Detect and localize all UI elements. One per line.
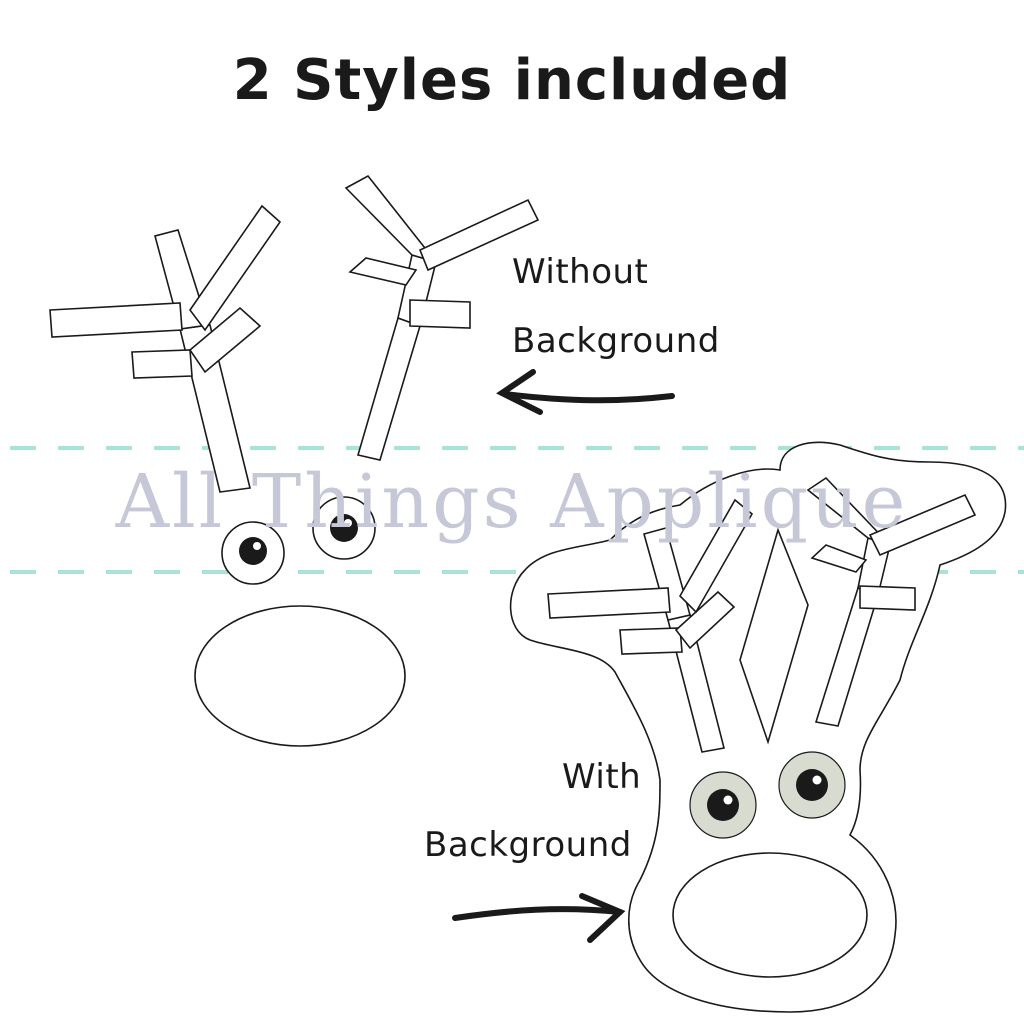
bg-eye-glint-left — [723, 795, 733, 805]
bg-pupil-right — [796, 769, 828, 801]
watermark-text: All Things Applique — [115, 459, 909, 545]
arrow-right-icon — [452, 893, 626, 943]
bg-left-antler — [547, 498, 754, 753]
nose — [194, 605, 406, 747]
left-eyes — [221, 496, 376, 585]
page-title: 2 Styles included — [232, 48, 792, 113]
bg-right-antler — [806, 476, 977, 727]
eye-glint-right — [344, 519, 352, 527]
label-with-line1: With — [562, 757, 642, 797]
bg-pupil-left — [707, 789, 739, 821]
label-with-line2: Background — [424, 825, 632, 865]
left-antler — [49, 204, 282, 493]
bg-nose — [672, 852, 868, 978]
label-without-line2: Background — [512, 321, 720, 361]
bg-eye-glint-right — [812, 775, 822, 785]
applique-background — [509, 441, 1007, 1013]
bg-center-spike — [739, 527, 809, 745]
arrow-left-icon — [496, 369, 675, 415]
bg-eyes — [689, 751, 846, 839]
eye-glint-left — [253, 542, 261, 550]
right-antler — [344, 174, 540, 461]
label-without-line1: Without — [512, 252, 649, 292]
